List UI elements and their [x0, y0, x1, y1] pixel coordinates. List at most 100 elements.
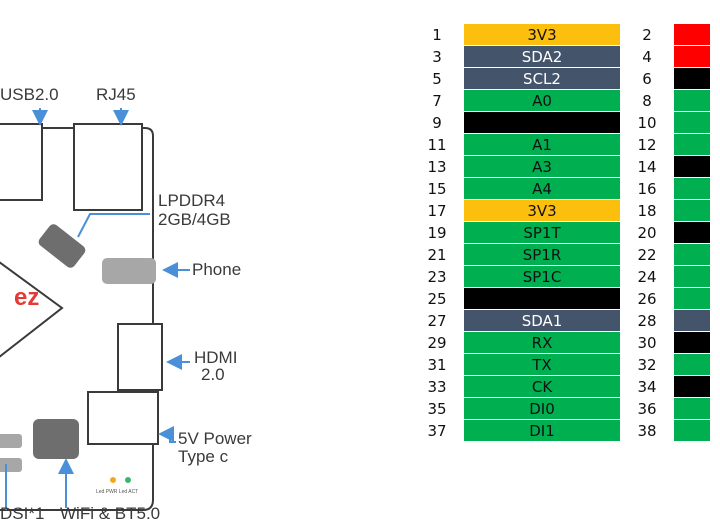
right-pin-swatch — [673, 419, 711, 442]
right-pin-number: 12 — [620, 133, 674, 156]
right-pin-number: 26 — [620, 287, 674, 310]
pin-function: RX — [463, 331, 621, 354]
pin-function: DI1 — [463, 419, 621, 442]
right-pin-swatch — [673, 221, 711, 244]
right-pin-number: 36 — [620, 397, 674, 420]
left-pin-number: 23 — [410, 265, 464, 288]
pin-function: A0 — [463, 89, 621, 112]
left-pin-number: 5 — [410, 67, 464, 90]
right-pin-number: 22 — [620, 243, 674, 266]
pin-function: SP1R — [463, 243, 621, 266]
pin-function: SCL2 — [463, 67, 621, 90]
right-pin-number: 4 — [620, 45, 674, 68]
wifi-label: WiFi & BT5.0 — [60, 504, 161, 523]
pin-function: SDA1 — [463, 309, 621, 332]
right-pin-number: 32 — [620, 353, 674, 376]
right-pin-swatch — [673, 89, 711, 112]
power-label-line2: Type c — [178, 447, 229, 466]
rj45-port-shape — [73, 123, 143, 211]
right-pin-swatch — [673, 67, 711, 90]
pin-function: SP1C — [463, 265, 621, 288]
dsi-connector-2 — [0, 458, 22, 472]
right-pin-number: 24 — [620, 265, 674, 288]
left-pin-number: 9 — [410, 111, 464, 134]
rj45-label: RJ45 — [96, 85, 136, 104]
left-pin-number: 21 — [410, 243, 464, 266]
pin-function: 3V3 — [463, 199, 621, 222]
board-diagram: USB2.0 RJ45 LPDDR4 2GB/4GB Phone HDMI 2.… — [0, 85, 252, 523]
right-pin-swatch — [673, 199, 711, 222]
pin-function: SP1T — [463, 221, 621, 244]
left-pin-number: 33 — [410, 375, 464, 398]
dsi-connector-1 — [0, 434, 22, 448]
left-pin-number: 17 — [410, 199, 464, 222]
pin-function: A1 — [463, 133, 621, 156]
right-pin-number: 8 — [620, 89, 674, 112]
board-outline-drawing — [0, 108, 190, 511]
usb-label: USB2.0 — [0, 85, 59, 104]
pin-function — [463, 287, 621, 310]
left-pin-number: 1 — [410, 23, 464, 46]
right-pin-swatch — [673, 45, 711, 68]
pin-function — [463, 111, 621, 134]
right-pin-number: 34 — [620, 375, 674, 398]
left-pin-number: 7 — [410, 89, 464, 112]
right-pin-number: 38 — [620, 419, 674, 442]
pin-function: TX — [463, 353, 621, 376]
phone-label: Phone — [192, 260, 242, 279]
lpddr-label-line2: 2GB/4GB — [158, 210, 231, 229]
right-pin-swatch — [673, 287, 711, 310]
pin-function: 3V3 — [463, 23, 621, 46]
pin-function: A3 — [463, 155, 621, 178]
dsi-label: DSI*1 — [0, 504, 45, 523]
right-pin-swatch — [673, 375, 711, 398]
right-pin-number: 30 — [620, 331, 674, 354]
pin-function: A4 — [463, 177, 621, 200]
right-pin-swatch — [673, 155, 711, 178]
right-pin-number: 2 — [620, 23, 674, 46]
left-pin-number: 31 — [410, 353, 464, 376]
right-pin-swatch — [673, 177, 711, 200]
right-pin-swatch — [673, 309, 711, 332]
hdmi-port-shape — [117, 323, 163, 391]
right-pin-swatch — [673, 353, 711, 376]
left-pin-number: 3 — [410, 45, 464, 68]
lpddr-label-line1: LPDDR4 — [158, 191, 226, 210]
right-pin-swatch — [673, 331, 711, 354]
usb-port-shape — [0, 123, 43, 201]
board-outline — [0, 127, 154, 511]
right-pin-number: 18 — [620, 199, 674, 222]
hdmi-label-line2: 2.0 — [201, 365, 225, 384]
lpddr-chip — [38, 224, 86, 268]
right-pin-number: 28 — [620, 309, 674, 332]
left-pin-number: 29 — [410, 331, 464, 354]
pin-function: SDA2 — [463, 45, 621, 68]
right-pin-number: 20 — [620, 221, 674, 244]
right-pin-swatch — [673, 133, 711, 156]
right-pin-swatch — [673, 397, 711, 420]
left-pin-number: 11 — [410, 133, 464, 156]
pin-function: CK — [463, 375, 621, 398]
right-pin-swatch — [673, 111, 711, 134]
left-pin-number: 19 — [410, 221, 464, 244]
wifi-chip — [33, 419, 79, 459]
led-label: Led PWR Led ACT — [96, 489, 139, 495]
left-pin-number: 35 — [410, 397, 464, 420]
right-pin-number: 6 — [620, 67, 674, 90]
left-pin-number: 15 — [410, 177, 464, 200]
